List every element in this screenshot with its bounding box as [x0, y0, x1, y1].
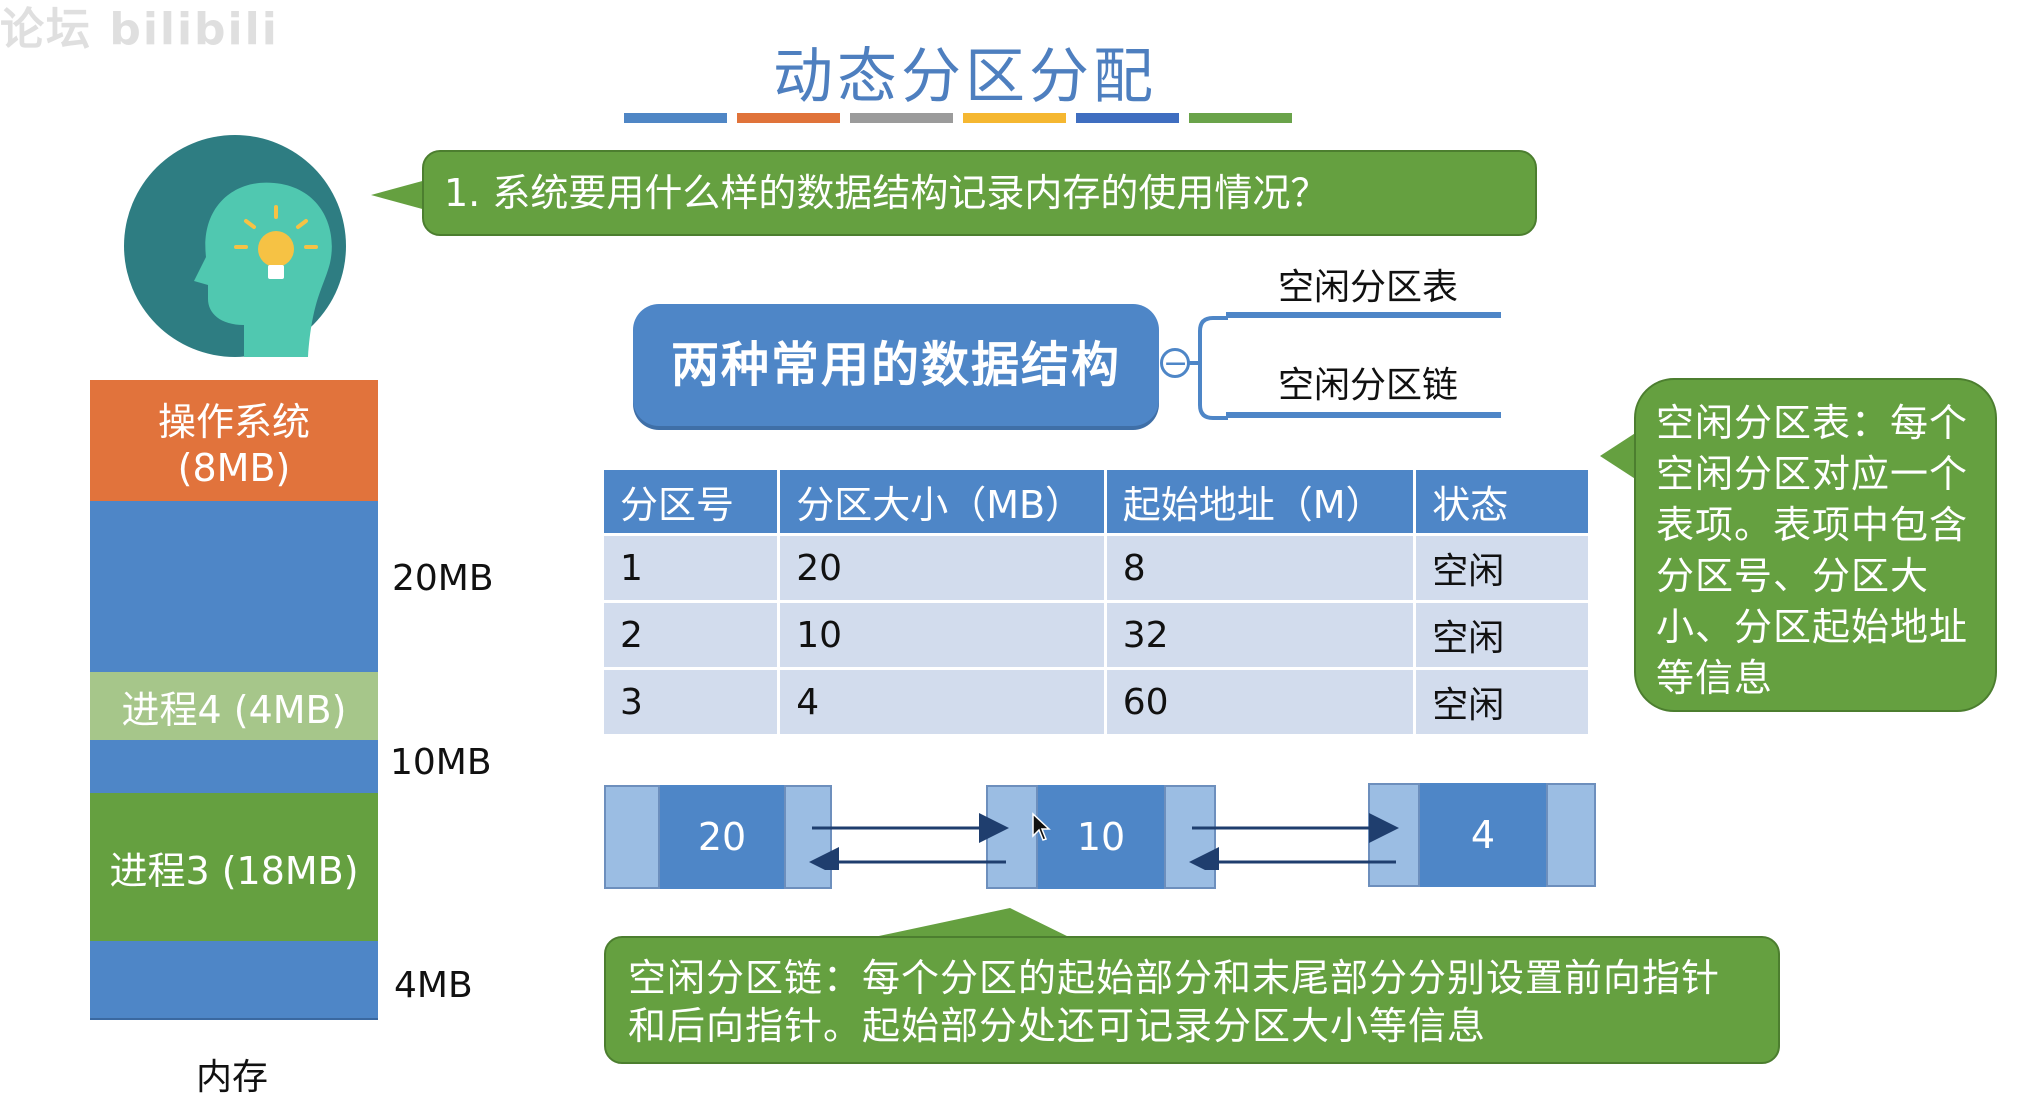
- table-header-cell: 状态: [1414, 470, 1591, 535]
- question-bubble-tail: [371, 180, 426, 210]
- question-text: 1. 系统要用什么样的数据结构记录内存的使用情况？: [444, 171, 1329, 215]
- memory-block-free-2: [90, 740, 378, 793]
- memory-block-process4: 进程4 (4MB): [90, 672, 378, 740]
- chain-note-tail: [860, 908, 1075, 940]
- memory-block-os: 操作系统 (8MB): [90, 380, 378, 501]
- table-cell: 60: [1105, 667, 1417, 734]
- chain-note-bubble: 空闲分区链：每个分区的起始部分和末尾部分分别设置前向指针和后向指针。起始部分处还…: [604, 936, 1780, 1064]
- title-color-bar-4: [963, 113, 1066, 123]
- branch-line-chain: [1226, 412, 1501, 418]
- branch-connector: [1188, 316, 1228, 420]
- data-structures-node: 两种常用的数据结构: [633, 304, 1159, 426]
- chain-node-2: 10: [986, 785, 1216, 889]
- title-color-bar-6: [1189, 113, 1292, 123]
- table-row: 2 10 32 空闲: [604, 600, 1591, 669]
- watermark: 论坛 bilibili: [0, 4, 279, 55]
- title-color-bar-3: [850, 113, 953, 123]
- memory-block-process3-label: 进程3 (18MB): [109, 848, 359, 893]
- title-color-bar-2: [737, 113, 840, 123]
- mouse-cursor-icon: [1032, 812, 1051, 841]
- title-color-bar-5: [1076, 113, 1179, 123]
- table-note-text: 空闲分区表：每个空闲分区对应一个表项。表项中包含分区号、分区大小、分区起始地址等…: [1656, 401, 1969, 700]
- table-cell: 空闲: [1414, 600, 1591, 669]
- chain-node-size: 20: [660, 785, 784, 889]
- memory-block-process4-label: 进程4 (4MB): [121, 687, 347, 732]
- table-cell: 20: [778, 533, 1107, 602]
- table-header-row: 分区号 分区大小（MB） 起始地址（M） 状态: [604, 470, 1591, 535]
- memory-block-os-label: 操作系统: [157, 400, 310, 444]
- data-structures-label: 两种常用的数据结构: [670, 337, 1121, 393]
- table-cell: 3: [604, 667, 781, 734]
- branch-label-table: 空闲分区表: [1278, 267, 1459, 308]
- table-cell: 空闲: [1414, 667, 1591, 734]
- table-cell: 空闲: [1414, 533, 1591, 602]
- idea-head-icon: [124, 135, 346, 357]
- memory-size-label-4mb: 4MB: [394, 965, 473, 1006]
- chain-node-size: 10: [1038, 785, 1164, 889]
- table-cell: 32: [1105, 600, 1417, 669]
- table-row: 3 4 60 空闲: [604, 667, 1591, 734]
- free-partition-table: 分区号 分区大小（MB） 起始地址（M） 状态 1 20 8 空闲 2 10 3…: [604, 470, 1591, 734]
- chain-node-back-pointer: [1546, 783, 1596, 887]
- memory-block-process3: 进程3 (18MB): [90, 793, 378, 941]
- branch-line-table: [1226, 312, 1501, 318]
- table-note-bubble: 空闲分区表：每个空闲分区对应一个表项。表项中包含分区号、分区大小、分区起始地址等…: [1634, 378, 1997, 712]
- table-cell: 10: [778, 600, 1107, 669]
- chain-node-back-pointer: [1164, 785, 1216, 889]
- table-header-cell: 分区号: [604, 470, 781, 535]
- chain-node-size: 4: [1420, 783, 1546, 887]
- table-header-cell: 起始地址（M）: [1105, 470, 1417, 535]
- table-cell: 2: [604, 600, 781, 669]
- memory-caption: 内存: [196, 1057, 269, 1098]
- table-header-cell: 分区大小（MB）: [778, 470, 1107, 535]
- question-bubble: 1. 系统要用什么样的数据结构记录内存的使用情况？: [422, 150, 1537, 236]
- page-title: 动态分区分配: [773, 42, 1157, 112]
- table-cell: 4: [778, 667, 1107, 734]
- chain-arrows: [809, 813, 1399, 870]
- chain-node-back-pointer: [784, 785, 832, 889]
- memory-block-free-3: [90, 941, 378, 1020]
- table-cell: 1: [604, 533, 781, 602]
- chain-node-1: 20: [604, 785, 832, 889]
- collapse-toggle-icon[interactable]: −: [1160, 348, 1190, 379]
- memory-block-free-1: [90, 501, 378, 672]
- table-note-tail: [1600, 430, 1640, 482]
- memory-size-label-20mb: 20MB: [392, 558, 494, 599]
- memory-block-os-size: (8MB): [177, 446, 291, 490]
- chain-node-front-pointer: [604, 785, 660, 889]
- chain-note-text: 空闲分区链：每个分区的起始部分和末尾部分分别设置前向指针和后向指针。起始部分处还…: [628, 956, 1721, 1048]
- memory-size-label-10mb: 10MB: [390, 742, 492, 783]
- table-row: 1 20 8 空闲: [604, 533, 1591, 602]
- table-cell: 8: [1105, 533, 1417, 602]
- title-color-bar-1: [624, 113, 727, 123]
- branch-label-chain: 空闲分区链: [1278, 365, 1459, 406]
